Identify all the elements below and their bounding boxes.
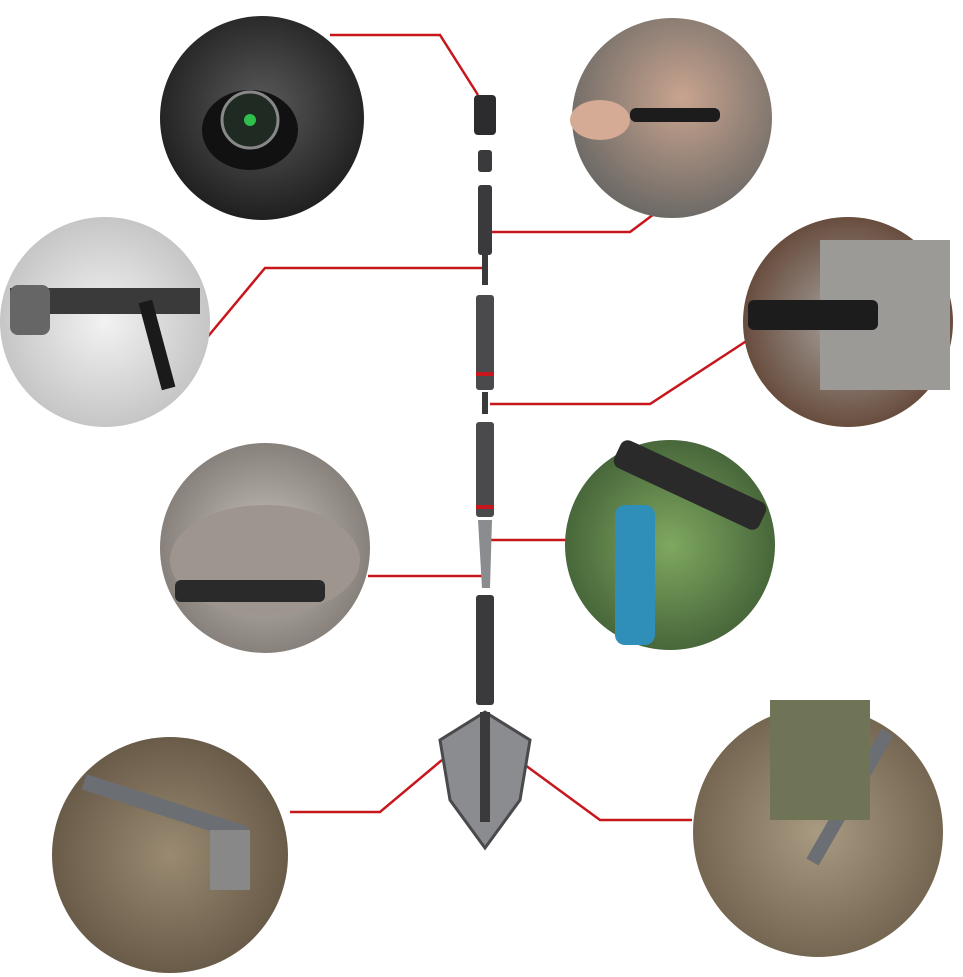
connector-whistle — [490, 207, 663, 234]
connector-screwdriver — [490, 338, 749, 406]
bottle-opener-photo — [565, 440, 775, 650]
fish-scaler-icon — [175, 580, 325, 602]
saw-firestarter-photo — [0, 217, 210, 427]
whistle-piece — [478, 185, 492, 255]
compass-cap — [474, 95, 496, 135]
multi-tool-assembly — [438, 95, 532, 851]
whistle-photo — [570, 18, 772, 218]
connector-hoe — [290, 759, 443, 814]
fish-scaler-photo — [160, 443, 370, 653]
hoe-photo — [52, 737, 288, 973]
shovel-shaft — [476, 595, 494, 705]
saw-handle — [476, 422, 494, 517]
hoe-icon — [81, 774, 249, 842]
screwdriver-photo — [743, 217, 953, 427]
digging-shovel-photo — [693, 700, 943, 957]
handle-section — [476, 295, 494, 390]
connector-lines — [204, 33, 749, 822]
screwdriver-icon — [748, 300, 878, 330]
connector-digging — [524, 763, 692, 822]
whistle-icon — [630, 108, 720, 122]
saw-blade — [478, 520, 492, 588]
bottle-opener-icon — [613, 440, 767, 530]
connector-compass — [330, 33, 480, 96]
connector-saw — [204, 266, 482, 341]
compass-photo — [160, 16, 364, 220]
